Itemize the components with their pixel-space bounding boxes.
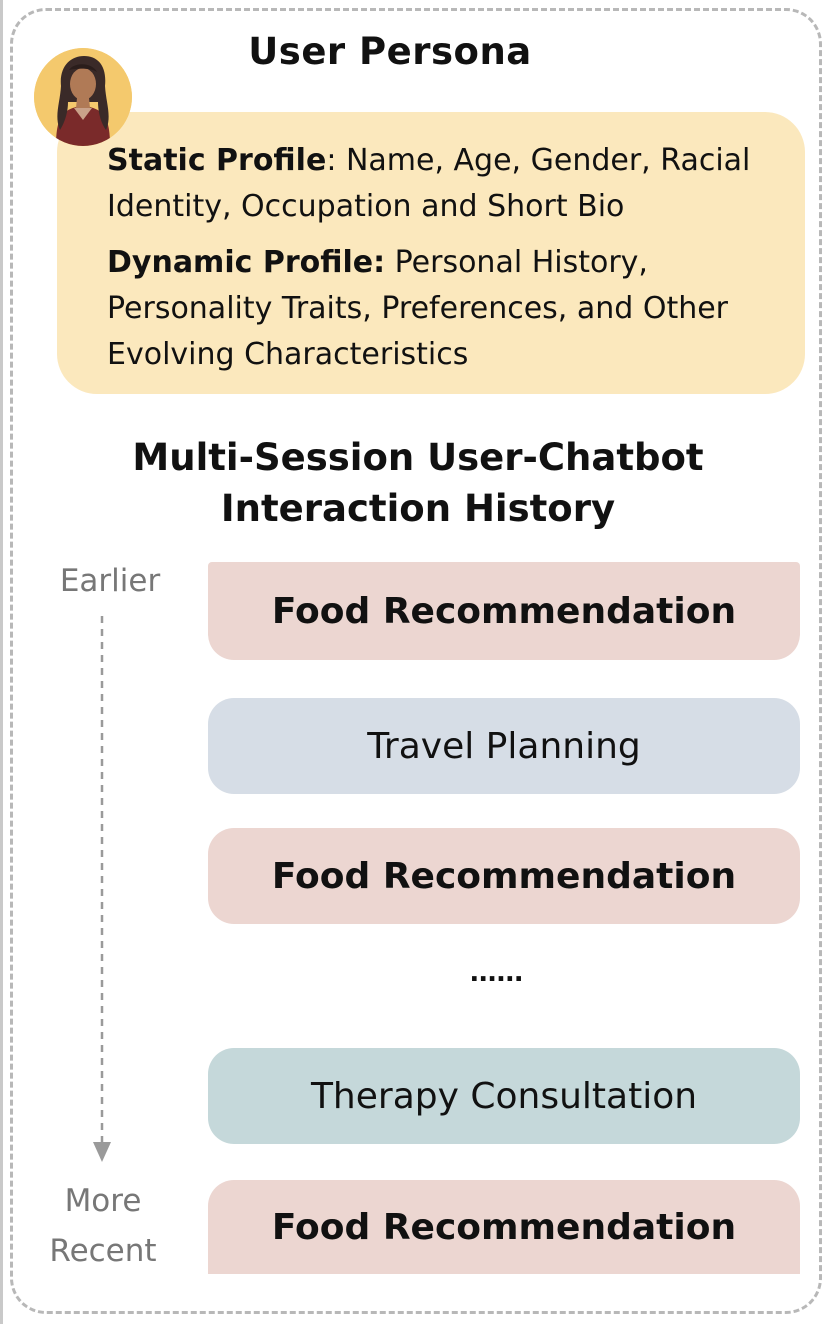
- static-profile-description: : Name, Age, Gender, Racial Identity, Oc…: [107, 143, 751, 224]
- more-recent-label: More Recent: [30, 1176, 176, 1276]
- session-food-recommendation-1: Food Recommendation: [208, 562, 800, 660]
- ellipsis: ......: [469, 958, 523, 988]
- persona-title: User Persona: [248, 30, 532, 73]
- session-food-recommendation-3: Food Recommendation: [208, 1180, 800, 1274]
- dynamic-profile-label: Dynamic Profile:: [107, 245, 386, 280]
- dynamic-profile-description: Personal History, Personality Traits, Pr…: [107, 245, 729, 372]
- history-title-line-2: Interaction History: [220, 487, 616, 530]
- dynamic-profile-text: Dynamic Profile: Personal History, Perso…: [107, 240, 783, 378]
- woman-avatar-icon: [34, 48, 132, 146]
- left-edge-line: [0, 0, 3, 1324]
- figure-frame: [10, 8, 822, 1314]
- timeline-arrow-icon: [93, 616, 111, 1162]
- history-title-line-1: Multi-Session User-Chatbot: [132, 436, 704, 479]
- profile-box: Static Profile: Name, Age, Gender, Racia…: [57, 112, 805, 394]
- session-travel-planning: Travel Planning: [208, 698, 800, 794]
- session-therapy-consultation: Therapy Consultation: [208, 1048, 800, 1144]
- more-recent-label-line-2: Recent: [49, 1233, 157, 1269]
- earlier-label: Earlier: [59, 563, 161, 599]
- session-food-recommendation-2: Food Recommendation: [208, 828, 800, 924]
- more-recent-label-line-1: More: [64, 1183, 142, 1219]
- static-profile-text: Static Profile: Name, Age, Gender, Racia…: [107, 138, 783, 230]
- history-title: Multi-Session User-Chatbot Interaction H…: [40, 432, 796, 534]
- static-profile-label: Static Profile: [107, 143, 327, 178]
